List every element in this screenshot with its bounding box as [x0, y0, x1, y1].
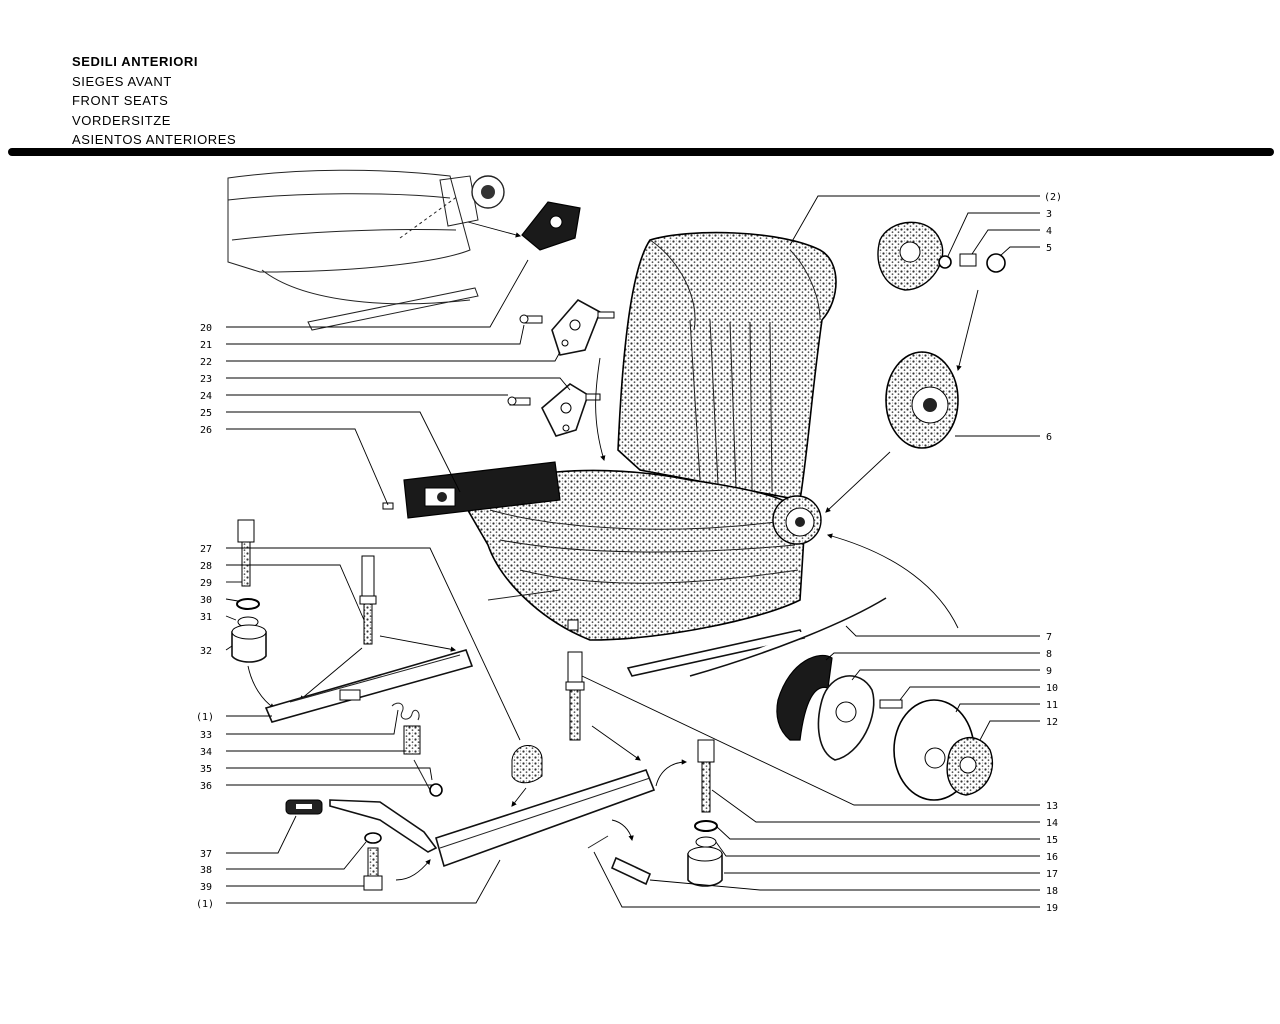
seat-rail-left — [264, 649, 474, 723]
pin-and-cotter — [587, 819, 652, 886]
callouts-right: (2) 3 4 5 6 7 8 9 10 11 12 13 14 15 16 1… — [1044, 192, 1062, 914]
callout-38: 38 — [200, 865, 212, 876]
callout-32: 32 — [200, 646, 212, 657]
callout-11: 11 — [1046, 700, 1058, 711]
callout-18: 18 — [1046, 886, 1058, 897]
callout-1-upper: (1) — [196, 712, 214, 723]
callout-9: 9 — [1046, 666, 1052, 677]
bolt-stack-right — [687, 739, 723, 887]
callout-16: 16 — [1046, 852, 1058, 863]
callout-28: 28 — [200, 561, 212, 572]
callout-14: 14 — [1046, 818, 1058, 829]
callout-20: 20 — [200, 323, 212, 334]
front-seat-assembly — [460, 231, 837, 677]
stud-28 — [299, 555, 457, 701]
callout-26: 26 — [200, 425, 212, 436]
callout-12: 12 — [1046, 717, 1058, 728]
stud-13 — [565, 651, 641, 761]
header-rule — [8, 148, 1274, 156]
knob-parts-upper — [877, 221, 1006, 291]
callout-3: 3 — [1046, 209, 1052, 220]
callout-19: 19 — [1046, 903, 1058, 914]
callout-35: 35 — [200, 764, 212, 775]
callout-23: 23 — [200, 374, 212, 385]
callout-37: 37 — [200, 849, 212, 860]
callout-29: 29 — [200, 578, 212, 589]
callout-21: 21 — [200, 340, 212, 351]
seat-mount-bracket — [467, 201, 581, 251]
car-body-sketch — [227, 169, 505, 331]
callout-24: 24 — [200, 391, 212, 402]
title-line-spanish: ASIENTOS ANTERIORES — [72, 132, 237, 147]
callout-4: 4 — [1046, 226, 1052, 237]
callout-30: 30 — [200, 595, 212, 606]
callouts-left: 20 21 22 23 24 25 26 27 28 29 30 31 32 (… — [196, 323, 214, 910]
hinge-plate-lower — [507, 383, 601, 437]
spring-and-clip — [391, 702, 443, 797]
title-line-english: FRONT SEATS — [72, 93, 169, 108]
callout-22: 22 — [200, 357, 212, 368]
callout-5: 5 — [1046, 243, 1052, 254]
callout-7: 7 — [1046, 632, 1052, 643]
callout-39: 39 — [200, 882, 212, 893]
leader-lines-right — [581, 195, 1040, 908]
leader-lines-left — [225, 259, 571, 904]
callout-25: 25 — [200, 408, 212, 419]
recliner-hub — [885, 351, 959, 449]
callout-2: (2) — [1044, 192, 1062, 203]
bolt-stack-39 — [363, 832, 431, 891]
callout-31: 31 — [200, 612, 212, 623]
callout-13: 13 — [1046, 801, 1058, 812]
callout-10: 10 — [1046, 683, 1058, 694]
title-line-french: SIEGES AVANT — [72, 73, 172, 89]
seat-rail-lower — [285, 769, 656, 868]
title-block: SEDILI ANTERIORI SIEGES AVANT FRONT SEAT… — [72, 52, 236, 150]
bolt-stack-left — [231, 519, 275, 709]
recliner-spring-parts — [689, 597, 994, 801]
title-line-italian: SEDILI ANTERIORI — [72, 54, 199, 69]
hinge-plate-upper — [519, 298, 615, 356]
title-line-german: VORDERSITZE — [72, 112, 172, 128]
callout-17: 17 — [1046, 869, 1058, 880]
callout-6: 6 — [1046, 432, 1052, 443]
callout-8: 8 — [1046, 649, 1052, 660]
callout-34: 34 — [200, 747, 212, 758]
callout-27: 27 — [200, 544, 212, 555]
armrest-pad — [382, 461, 561, 519]
knob-nut — [511, 745, 543, 807]
callout-1-lower: (1) — [196, 899, 214, 910]
callout-33: 33 — [200, 730, 212, 741]
callout-15: 15 — [1046, 835, 1058, 846]
callout-36: 36 — [200, 781, 212, 792]
